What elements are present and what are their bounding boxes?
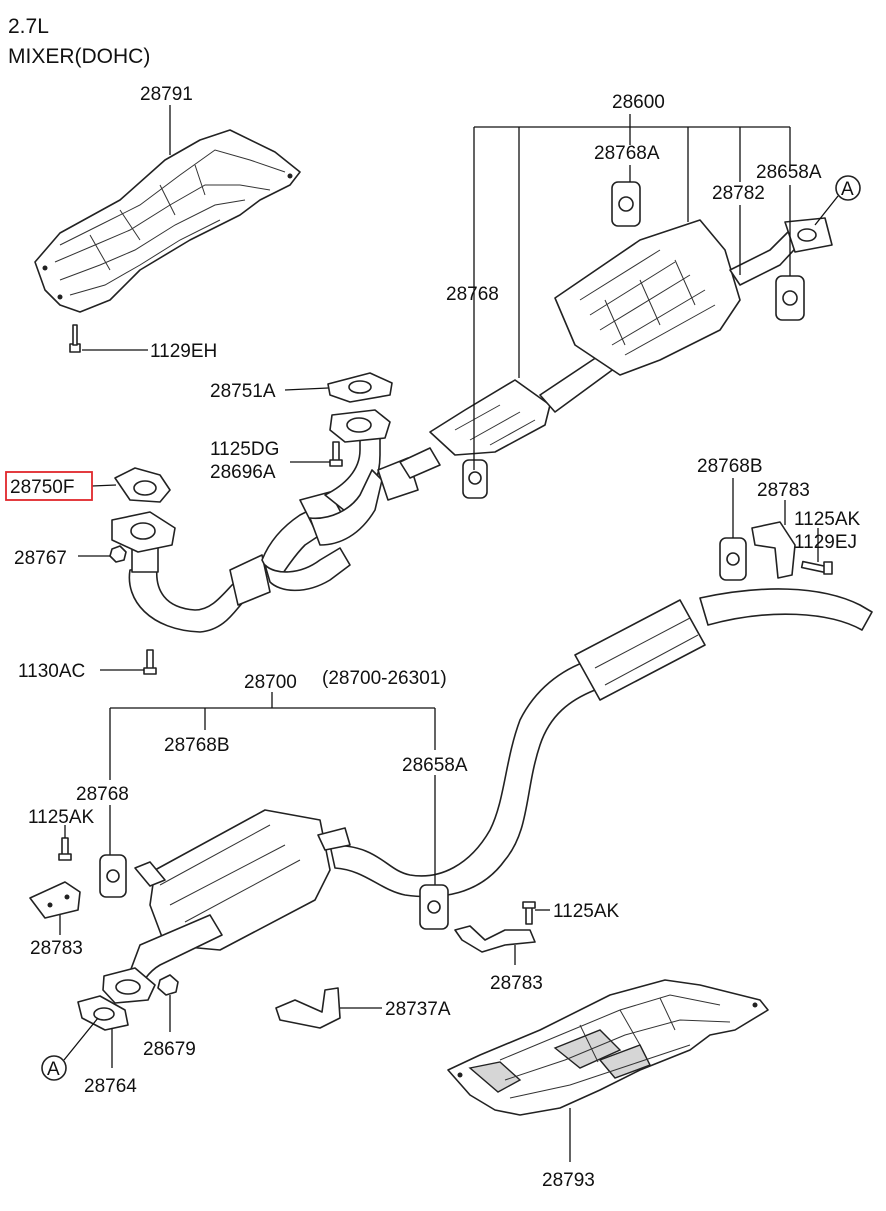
label-28782: 28782 [712,183,765,204]
label-28768a: 28768A [594,143,660,164]
callout-a-top-circle [835,175,861,201]
stud-1125dg[interactable] [329,441,343,467]
front-pipe[interactable] [111,409,441,633]
highlight-box-28750f [5,471,93,501]
leader-28751a [284,387,329,391]
label-1129eh: 1129EH [150,341,217,362]
hanger-28658a-mid[interactable] [419,884,449,930]
hanger-28768-top[interactable] [462,459,488,499]
bolt-1125ak-right[interactable] [800,560,833,575]
engine-subtitle: MIXER(DOHC) [8,45,150,68]
leader-28750f [91,484,117,487]
label-28783-mid: 28783 [490,973,543,994]
callout-a-bottom-circle [41,1055,67,1081]
label-28768b-mid: 28768B [164,735,230,756]
bracket-28783-left[interactable] [29,881,81,919]
engine-title: 2.7L [8,15,49,38]
label-1125ak-right: 1125AK [794,509,861,530]
rear-muffler[interactable] [102,809,351,1004]
label-28783-right: 28783 [757,480,810,501]
label-28700-alt: (28700-26301) [322,668,447,689]
label-28767: 28767 [14,548,67,569]
nut-28767[interactable] [109,545,127,563]
hanger-28768b-right[interactable] [719,537,747,581]
callout-a-top: A [841,179,854,200]
label-28658a-mid: 28658A [402,755,468,776]
bolt-1125ak-mid[interactable] [522,901,536,925]
label-28750f[interactable]: 28750F [10,477,74,498]
hanger-28658a-top[interactable] [775,275,805,321]
bolt-1129eh[interactable] [69,324,81,353]
label-28791: 28791 [140,84,193,105]
gasket-28751a[interactable] [327,372,393,403]
center-muffler[interactable] [554,217,833,376]
label-28700: 28700 [244,672,297,693]
label-1125ak-mid: 1125AK [553,901,620,922]
leader-callout-a-bottom [63,1017,99,1061]
gasket-28750f[interactable] [114,467,171,503]
nut-28679[interactable] [157,974,179,996]
label-28737a: 28737A [385,999,451,1020]
label-1129ej: 1129EJ [794,532,857,553]
label-28679: 28679 [143,1039,196,1060]
label-1125dg: 1125DG [210,439,279,460]
heat-shield-lower[interactable] [447,979,769,1116]
label-28783-left: 28783 [30,938,83,959]
bracket-28783-right[interactable] [751,521,796,579]
label-1125ak-left: 1125AK [28,807,95,828]
catalytic-converter[interactable] [429,354,616,456]
label-28768-top: 28768 [446,284,499,305]
heat-shield-upper[interactable] [34,129,301,313]
label-28696a: 28696A [210,462,276,483]
bracket-28783-mid[interactable] [454,925,536,953]
bolt-1125ak-left[interactable] [58,837,72,861]
label-28793: 28793 [542,1170,595,1191]
label-28768-left: 28768 [76,784,129,805]
hanger-28768a[interactable] [611,181,641,227]
label-28768b-right: 28768B [697,456,763,477]
leader-callout-a-top [814,195,839,226]
bracket-28737a[interactable] [275,987,341,1029]
label-28600: 28600 [612,92,665,113]
callout-a-bottom: A [47,1059,60,1080]
rear-pipe[interactable] [329,588,873,898]
bolt-1130ac[interactable] [143,649,157,675]
hanger-28768-left[interactable] [99,854,127,898]
label-28764: 28764 [84,1076,137,1097]
label-1130ac: 1130AC [18,661,85,682]
gasket-28764[interactable] [77,995,129,1031]
label-28658a-top: 28658A [756,162,822,183]
label-28751a: 28751A [210,381,276,402]
